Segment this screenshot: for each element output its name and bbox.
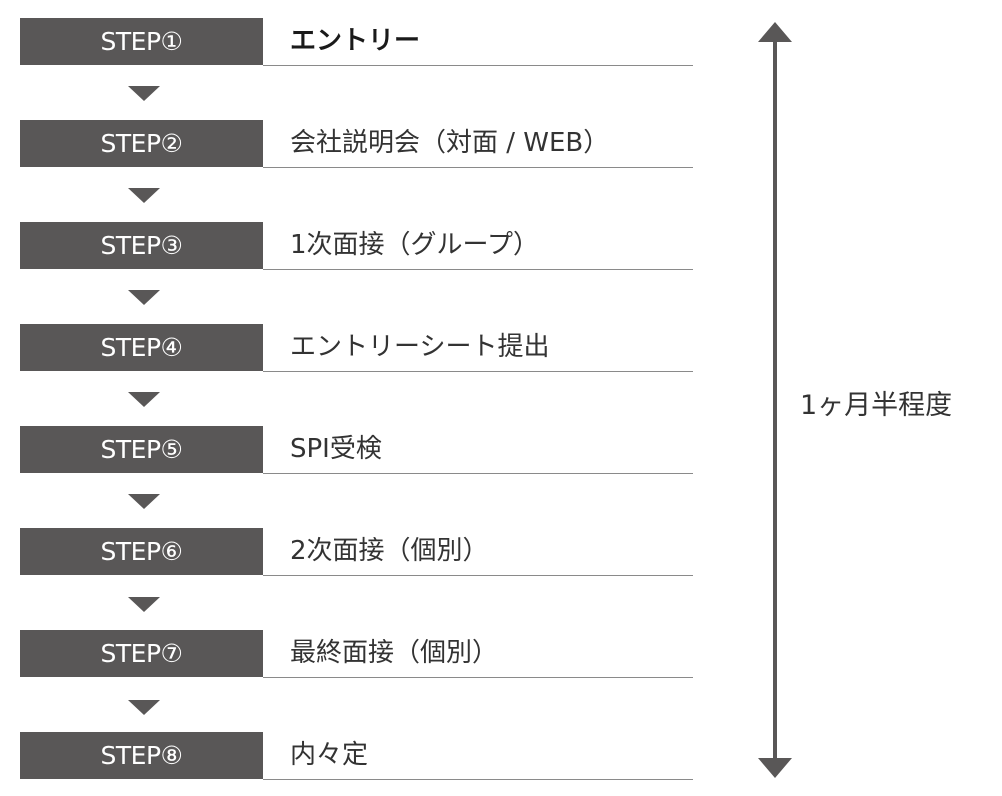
step-badge-6: STEP⑥ bbox=[20, 528, 263, 575]
step-divider-6 bbox=[263, 575, 693, 576]
step-flow: STEP① エントリー STEP② 会社説明会（対面 / WEB） STEP③ … bbox=[20, 18, 693, 781]
step-divider-2 bbox=[263, 167, 693, 168]
step-row-2: STEP② 会社説明会（対面 / WEB） bbox=[20, 120, 693, 169]
down-arrow-icon bbox=[128, 392, 160, 407]
step-label-3: 1次面接（グループ） bbox=[290, 230, 539, 260]
step-divider-8 bbox=[263, 779, 693, 780]
step-divider-1 bbox=[263, 65, 693, 66]
step-badge-8: STEP⑧ bbox=[20, 732, 263, 779]
duration-label: 1ヶ月半程度 bbox=[800, 383, 953, 422]
down-arrow-icon bbox=[128, 597, 160, 612]
down-arrow-icon bbox=[128, 494, 160, 509]
step-label-1: エントリー bbox=[290, 26, 421, 56]
down-arrow-icon bbox=[128, 188, 160, 203]
step-badge-7: STEP⑦ bbox=[20, 630, 263, 677]
step-badge-1: STEP① bbox=[20, 18, 263, 65]
step-row-5: STEP⑤ SPI受検 bbox=[20, 426, 693, 475]
step-badge-5: STEP⑤ bbox=[20, 426, 263, 473]
step-badge-2: STEP② bbox=[20, 120, 263, 167]
step-label-6: 2次面接（個別） bbox=[290, 536, 489, 566]
duration-indicator: 1ヶ月半程度 bbox=[745, 20, 985, 780]
step-badge-3: STEP③ bbox=[20, 222, 263, 269]
step-label-5: SPI受検 bbox=[290, 434, 382, 464]
step-row-6: STEP⑥ 2次面接（個別） bbox=[20, 528, 693, 577]
step-divider-3 bbox=[263, 269, 693, 270]
step-row-8: STEP⑧ 内々定 bbox=[20, 732, 693, 781]
step-divider-5 bbox=[263, 473, 693, 474]
down-arrow-icon bbox=[128, 700, 160, 715]
step-label-2: 会社説明会（対面 / WEB） bbox=[290, 128, 610, 158]
step-divider-7 bbox=[263, 677, 693, 678]
step-row-3: STEP③ 1次面接（グループ） bbox=[20, 222, 693, 271]
step-divider-4 bbox=[263, 371, 693, 372]
step-label-7: 最終面接（個別） bbox=[290, 638, 499, 668]
down-arrow-icon bbox=[128, 86, 160, 101]
step-label-8: 内々定 bbox=[290, 740, 369, 770]
down-arrow-icon bbox=[128, 290, 160, 305]
step-row-1: STEP① エントリー bbox=[20, 18, 693, 67]
step-badge-4: STEP④ bbox=[20, 324, 263, 371]
step-row-7: STEP⑦ 最終面接（個別） bbox=[20, 630, 693, 679]
double-arrow-icon bbox=[758, 22, 792, 778]
step-row-4: STEP④ エントリーシート提出 bbox=[20, 324, 693, 373]
step-label-4: エントリーシート提出 bbox=[290, 332, 550, 362]
